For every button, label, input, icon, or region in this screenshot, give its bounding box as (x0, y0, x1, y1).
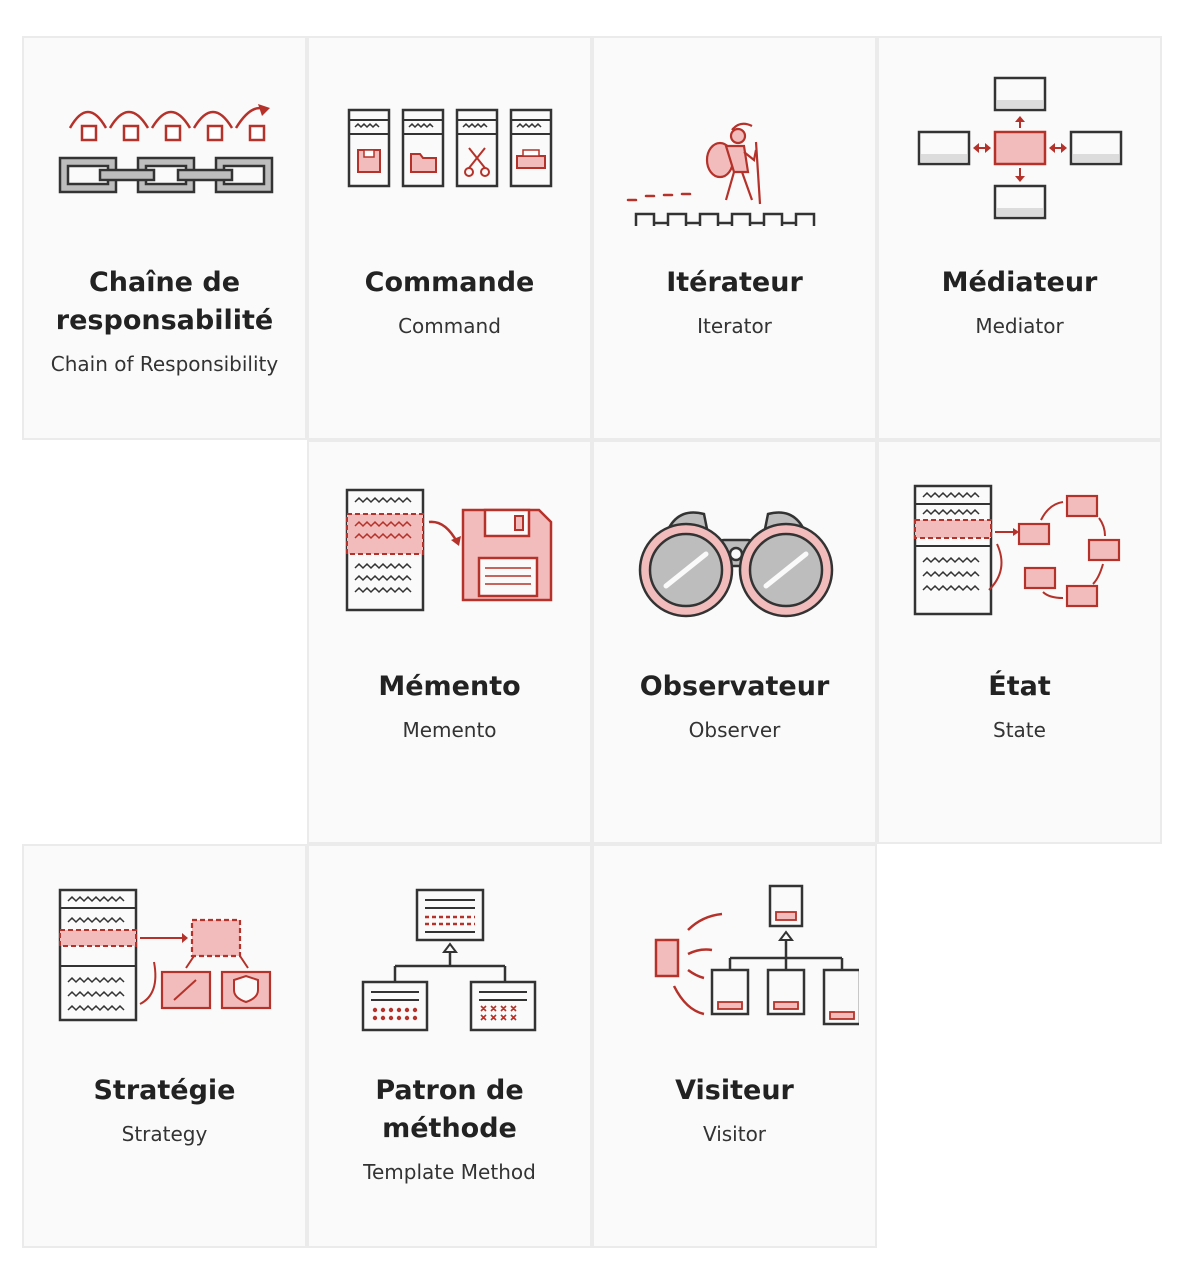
template-method-icon (361, 888, 537, 1032)
card-subtitle: Observer (688, 718, 781, 742)
card-iterator[interactable]: Itérateur Iterator (592, 36, 877, 440)
card-visitor[interactable]: Visiteur Visitor (592, 844, 877, 1248)
card-title: État (988, 671, 1051, 702)
chain-of-responsibility-icon (58, 104, 274, 194)
card-subtitle: Strategy (121, 1122, 208, 1146)
card-subtitle: Mediator (975, 314, 1064, 338)
card-subtitle: State (993, 718, 1046, 742)
card-state[interactable]: État State (877, 440, 1162, 844)
card-memento[interactable]: Mémento Memento (307, 440, 592, 844)
card-observer[interactable]: Observateur Observer (592, 440, 877, 844)
card-strategy[interactable]: Stratégie Strategy (22, 844, 307, 1248)
command-icon (347, 108, 553, 188)
card-title: Patron de méthode (375, 1075, 524, 1144)
binoculars-icon (638, 511, 834, 618)
card-title: Visiteur (675, 1075, 794, 1106)
mediator-icon (917, 76, 1123, 220)
patterns-grid: Chaîne de responsabilité Chain of Respon… (22, 36, 1162, 1248)
card-title: Médiateur (941, 267, 1098, 298)
card-mediator[interactable]: Médiateur Mediator (877, 36, 1162, 440)
card-command[interactable]: Commande Command (307, 36, 592, 440)
card-subtitle: Visitor (702, 1122, 767, 1146)
card-subtitle: Chain of Responsibility (50, 352, 279, 376)
card-title: Mémento (378, 671, 521, 702)
card-title: Commande (364, 267, 535, 298)
state-icon (913, 484, 1121, 616)
card-title: Stratégie (93, 1075, 236, 1106)
card-template-method[interactable]: Patron de méthode Template Method (307, 844, 592, 1248)
memento-icon (345, 488, 553, 612)
card-title: Observateur (639, 671, 830, 702)
iterator-icon (626, 122, 816, 226)
visitor-icon (654, 884, 859, 1026)
card-subtitle: Template Method (363, 1160, 536, 1184)
strategy-icon (58, 888, 272, 1022)
card-title: Chaîne de responsabilité (55, 267, 274, 336)
card-subtitle: Command (398, 314, 501, 338)
card-chain-of-responsibility[interactable]: Chaîne de responsabilité Chain of Respon… (22, 36, 307, 440)
card-subtitle: Iterator (697, 314, 772, 338)
card-title: Itérateur (666, 267, 803, 298)
card-subtitle: Memento (402, 718, 497, 742)
